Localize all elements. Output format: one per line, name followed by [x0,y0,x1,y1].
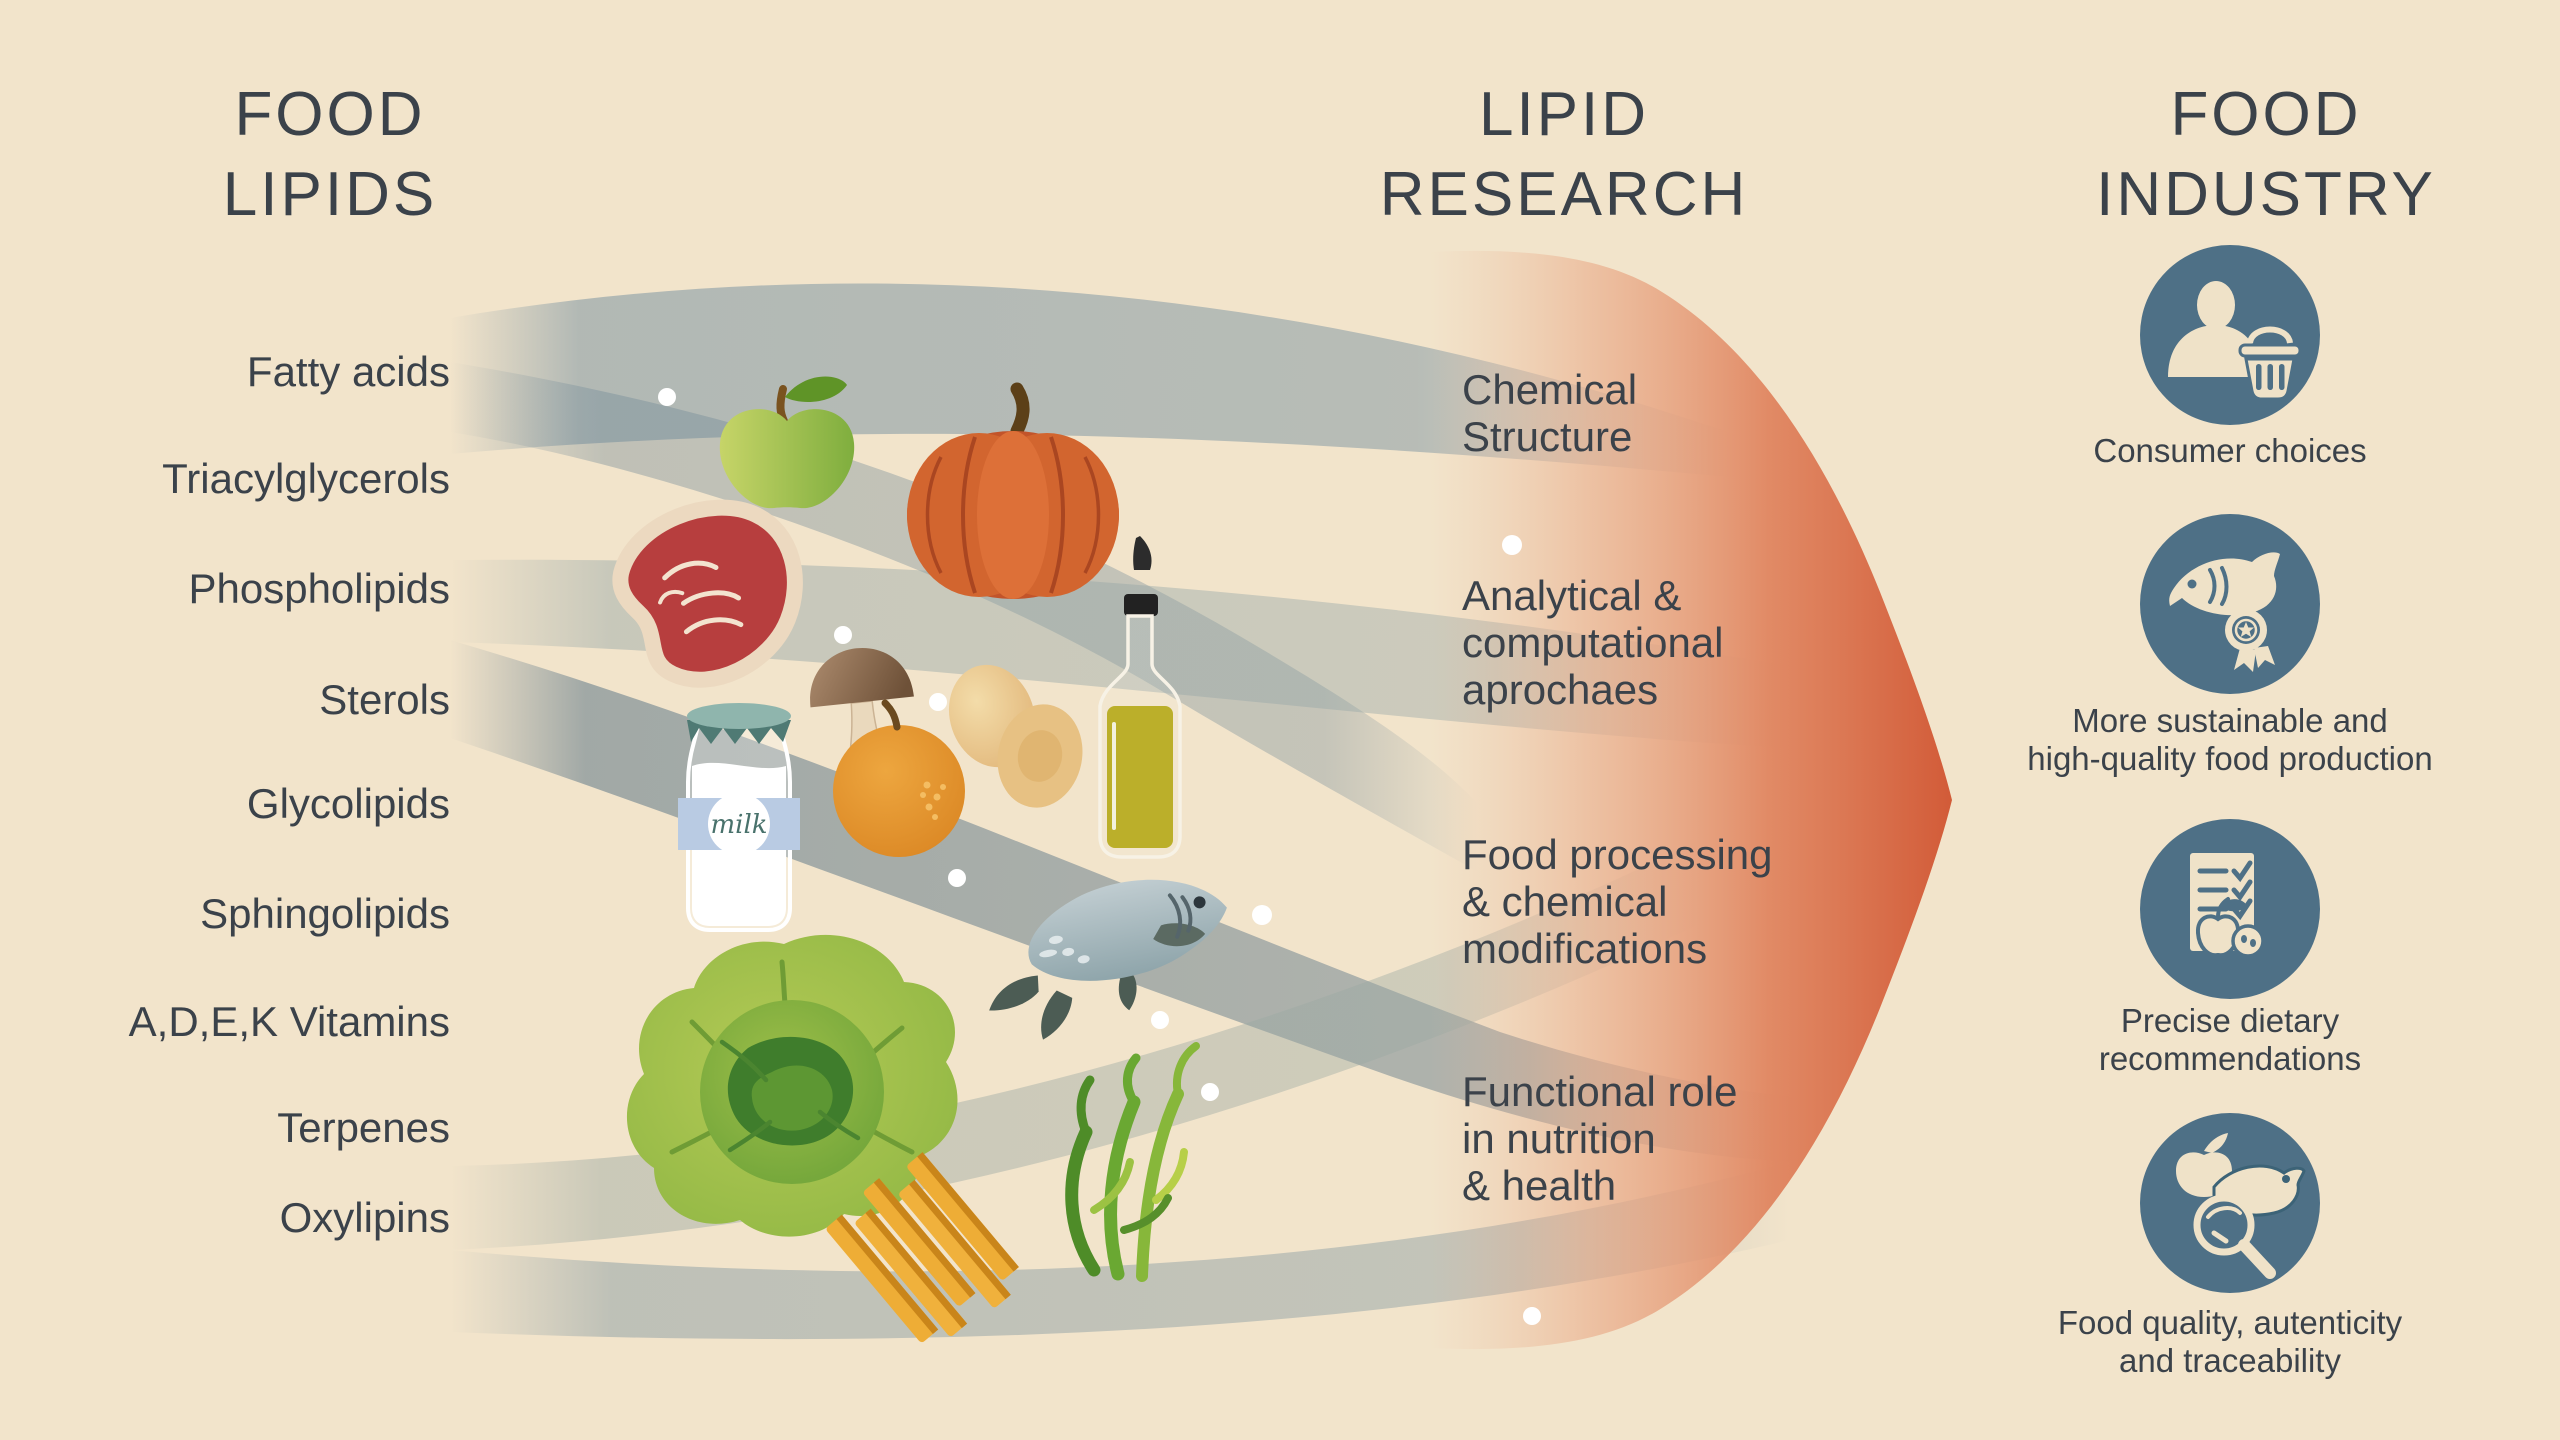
olive-oil-bottle-illustration [1098,536,1182,859]
industry-label-dietary: Precise dietary recommendations [2098,1002,2362,1077]
fish-quality-award-icon [2169,552,2280,672]
eggs-illustration [948,664,1083,808]
food-industry-title: FOOD INDUSTRY [2096,80,2436,229]
industry-circle-sustainable [2140,514,2320,694]
research-item-analytical: Analytical & computational aprochaes [1462,572,1724,713]
lipid-item-phospholipids: Phospholipids [188,565,450,612]
convergence-arrow [1430,250,1952,1350]
lipid-item-adek-vitamins: A,D,E,K Vitamins [128,998,450,1045]
consumer-basket-icon [2168,281,2302,401]
cabbage-illustration [626,934,958,1237]
lipid-item-oxylipins: Oxylipins [279,1194,450,1241]
lipid-item-sterols: Sterols [319,676,450,723]
dietary-checklist-icon [2190,853,2265,958]
food-lipids-title: FOOD LIPIDS [222,80,438,229]
research-item-chemical-structure: Chemical Structure [1462,366,1638,460]
orange-illustration [833,699,965,857]
meat-steak-illustration [612,499,803,688]
industry-circle-dietary [2140,819,2320,999]
milk-label: milk [710,810,767,840]
lipid-item-terpenes: Terpenes [277,1104,450,1151]
fish-illustration [989,879,1227,1040]
industry-label-quality: Food quality, autenticity and traceabili… [2057,1304,2403,1379]
french-fries-illustration [826,1152,1019,1343]
pumpkin-illustration [907,382,1119,599]
lipid-item-fatty-acids: Fatty acids [246,348,450,395]
milk-bottle-illustration: milk [678,703,800,932]
industry-circle-quality [2140,1113,2320,1293]
research-item-food-processing: Food processing & chemical modifications [1462,831,1773,972]
industry-label-sustainable: More sustainable and high-quality food p… [2027,702,2433,777]
food-magnifier-icon [2176,1133,2306,1279]
lipid-item-glycolipids: Glycolipids [246,780,450,827]
green-apple-illustration [719,376,855,509]
seaweed-illustration [1065,1042,1200,1282]
lipid-research-title: LIPID RESEARCH [1379,80,1749,229]
research-item-functional-role: Functional role in nutrition & health [1462,1068,1738,1209]
lipid-item-sphingolipids: Sphingolipids [200,890,450,937]
industry-label-consumer: Consumer choices [2093,432,2367,469]
lipid-item-triacylglycerols: Triacylglycerols [162,455,450,502]
industry-circle-consumer [2140,245,2320,425]
